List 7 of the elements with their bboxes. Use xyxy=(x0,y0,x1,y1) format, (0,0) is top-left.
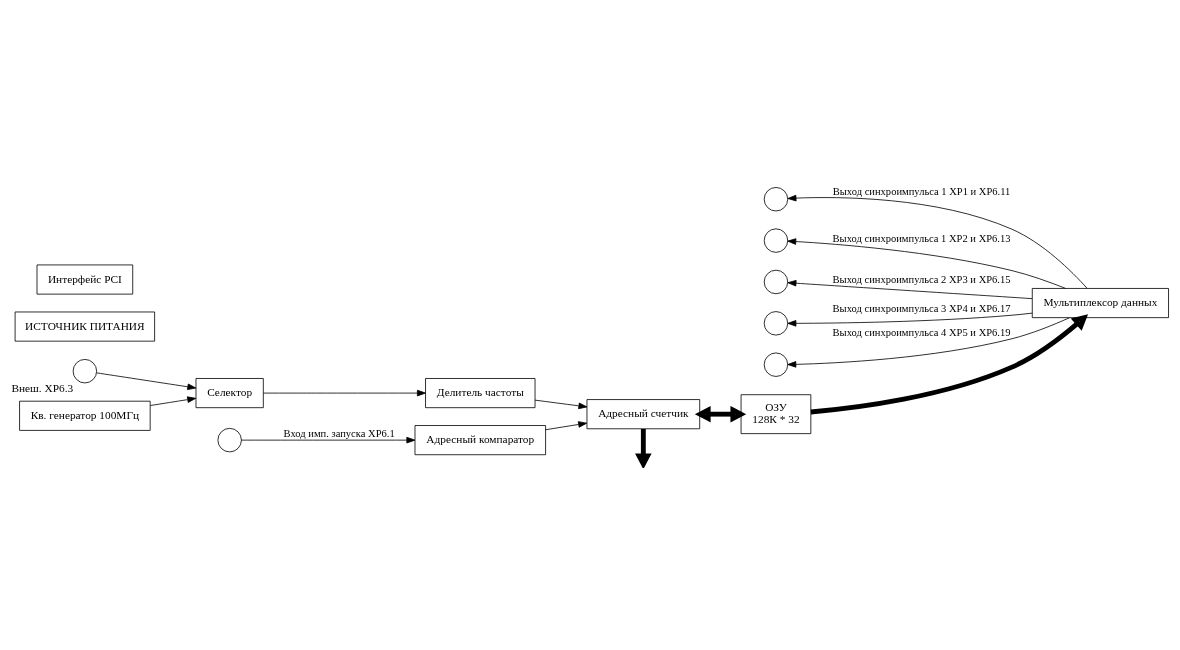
edge-label: Выход синхроимпульса 2 XP3 и XP6.15 xyxy=(832,273,1011,285)
edge-label: Выход синхроимпульса 4 XP5 и XP6.19 xyxy=(832,326,1011,338)
node-label: Внеш. XP6.3 xyxy=(11,381,74,394)
edge-label: Выход синхроимпульса 1 XP1 и XP6.11 xyxy=(832,185,1011,197)
edge-label: Выход синхроимпульса 1 XP2 и XP6.13 xyxy=(832,232,1011,244)
edge-label: Выход синхроимпульса 3 XP4 и XP6.17 xyxy=(832,302,1011,314)
edge-label: Вход имп. запуска XP6.1 xyxy=(283,427,395,439)
